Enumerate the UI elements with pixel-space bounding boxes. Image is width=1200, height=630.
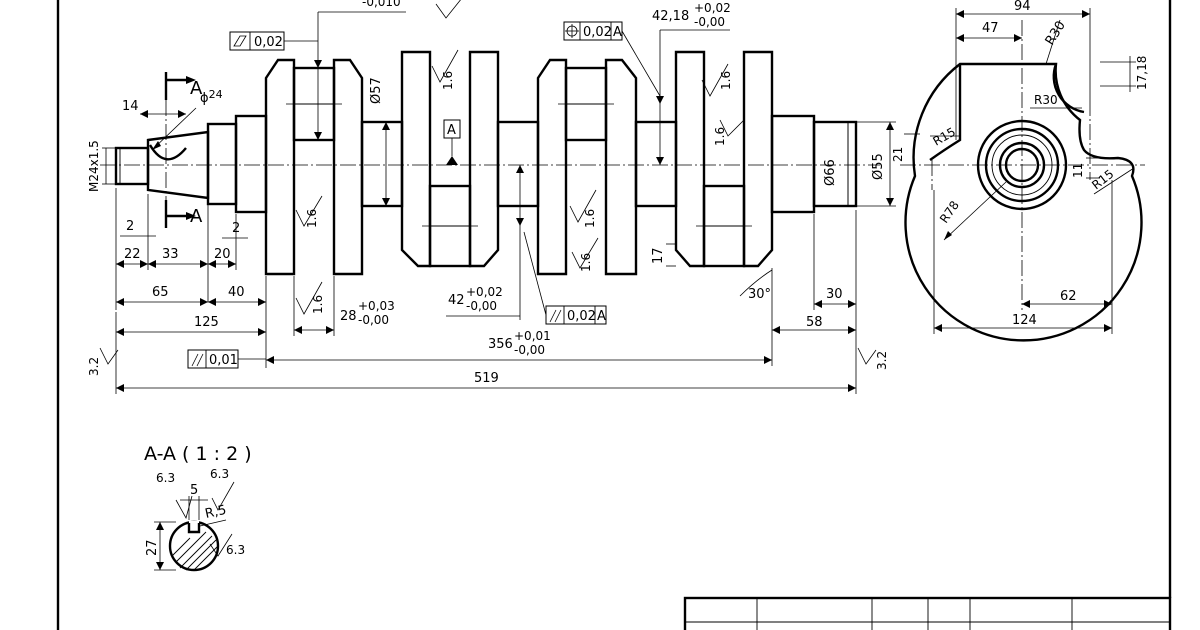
svg-text:0,02: 0,02 [583, 25, 612, 40]
svg-text:-0,00: -0,00 [694, 15, 725, 29]
dim-d40: 40 [228, 285, 245, 300]
dim-d4218: 42,18 [652, 9, 689, 24]
svg-text:1.6: 1.6 [719, 71, 733, 90]
svg-text:1.6: 1.6 [583, 209, 597, 228]
dim-d57: Ø57 [369, 77, 384, 104]
svg-text:-0,00: -0,00 [514, 343, 545, 357]
svg-text:3.2: 3.2 [87, 357, 101, 376]
crankshaft-side-view [904, 62, 1143, 342]
dim-d17: 17 [651, 247, 666, 264]
section-dim-w: 5 [190, 483, 198, 498]
svg-text:A: A [447, 123, 456, 138]
dim-d356: 356 [488, 337, 513, 352]
thread-label: M24x1.5 [87, 140, 101, 192]
dim-top-fragment: -0,010 [362, 0, 401, 9]
dim-d1718: 17,18 [1135, 56, 1149, 90]
dim-d33: 33 [162, 247, 179, 262]
dim-d124: 124 [1012, 313, 1037, 328]
section-mark-bottom: A [190, 206, 203, 227]
tolerance-frame-cylindricity: 0,02 [229, 31, 318, 51]
datum-a: A [443, 119, 461, 165]
dim-d62: 62 [1060, 289, 1077, 304]
svg-text:+0,03: +0,03 [358, 299, 395, 313]
section-mark-top: A [190, 78, 203, 99]
section-dim-r: R,5 [204, 503, 228, 522]
dim-d47: 47 [982, 21, 999, 36]
svg-text:3.2: 3.2 [875, 351, 889, 370]
svg-text:+0,02: +0,02 [694, 1, 731, 15]
dim-d519: 519 [474, 371, 499, 386]
dim-d30deg: 30° [748, 287, 771, 302]
dim-d14: 14 [122, 99, 139, 114]
dim-d2b: 2 [232, 221, 240, 236]
svg-text:A: A [597, 309, 606, 324]
dim-d42: 42 [448, 293, 465, 308]
svg-text:1.6: 1.6 [441, 71, 455, 90]
svg-text:1.6: 1.6 [305, 209, 319, 228]
svg-text:-0,00: -0,00 [466, 299, 497, 313]
title-block [683, 596, 1172, 630]
dim-d21: 21 [891, 147, 905, 162]
dim-d22: 22 [124, 247, 141, 262]
svg-text:0,02: 0,02 [567, 309, 596, 324]
dim-d11: 11 [1071, 163, 1085, 178]
svg-text:0,01: 0,01 [209, 353, 238, 368]
dim-d58: 58 [806, 315, 823, 330]
tolerance-frame-parallelism: 0,02 A [523, 231, 607, 325]
svg-text:+0,01: +0,01 [514, 329, 551, 343]
dim-d30: 30 [826, 287, 843, 302]
dim-r30b: R30 [1034, 93, 1058, 107]
section-rough-3: 6.3 [226, 543, 245, 557]
dim-r78: R78 [937, 198, 962, 225]
svg-text:A: A [613, 25, 622, 40]
section-rough-1: 6.3 [156, 471, 175, 485]
section-dim-h: 27 [145, 539, 160, 556]
section-rough-2: 6.3 [210, 467, 229, 481]
roughness-symbols: 1.6 1.6 1.6 1.6 1.6 1.6 1.6 3.2 3.2 [87, 0, 889, 376]
section-cut-line [164, 72, 196, 228]
dim-d94: 94 [1014, 0, 1031, 14]
crankshaft-front-view [114, 50, 858, 276]
dim-d65: 65 [152, 285, 169, 300]
svg-text:-0,00: -0,00 [358, 313, 389, 327]
svg-text:1.6: 1.6 [579, 253, 593, 272]
svg-text:1.6: 1.6 [713, 127, 727, 146]
svg-text:+0,02: +0,02 [466, 285, 503, 299]
dim-d28: 28 [340, 309, 357, 324]
section-a-a [168, 520, 220, 572]
tolerance-frame-parallelism-2: 0,01 [187, 349, 266, 369]
dim-d66: Ø66 [823, 159, 838, 186]
section-label: A-A ( 1 : 2 ) [144, 443, 252, 465]
dim-d24: ϕ24 [200, 88, 223, 106]
svg-text:1.6: 1.6 [311, 295, 325, 314]
dim-d55: Ø55 [871, 153, 886, 180]
dim-d125: 125 [194, 315, 219, 330]
dim-d20: 20 [214, 247, 231, 262]
tolerance-frame-position: 0,02 A [563, 21, 661, 97]
dim-d2a: 2 [126, 219, 134, 234]
svg-text:0,02: 0,02 [254, 35, 283, 50]
